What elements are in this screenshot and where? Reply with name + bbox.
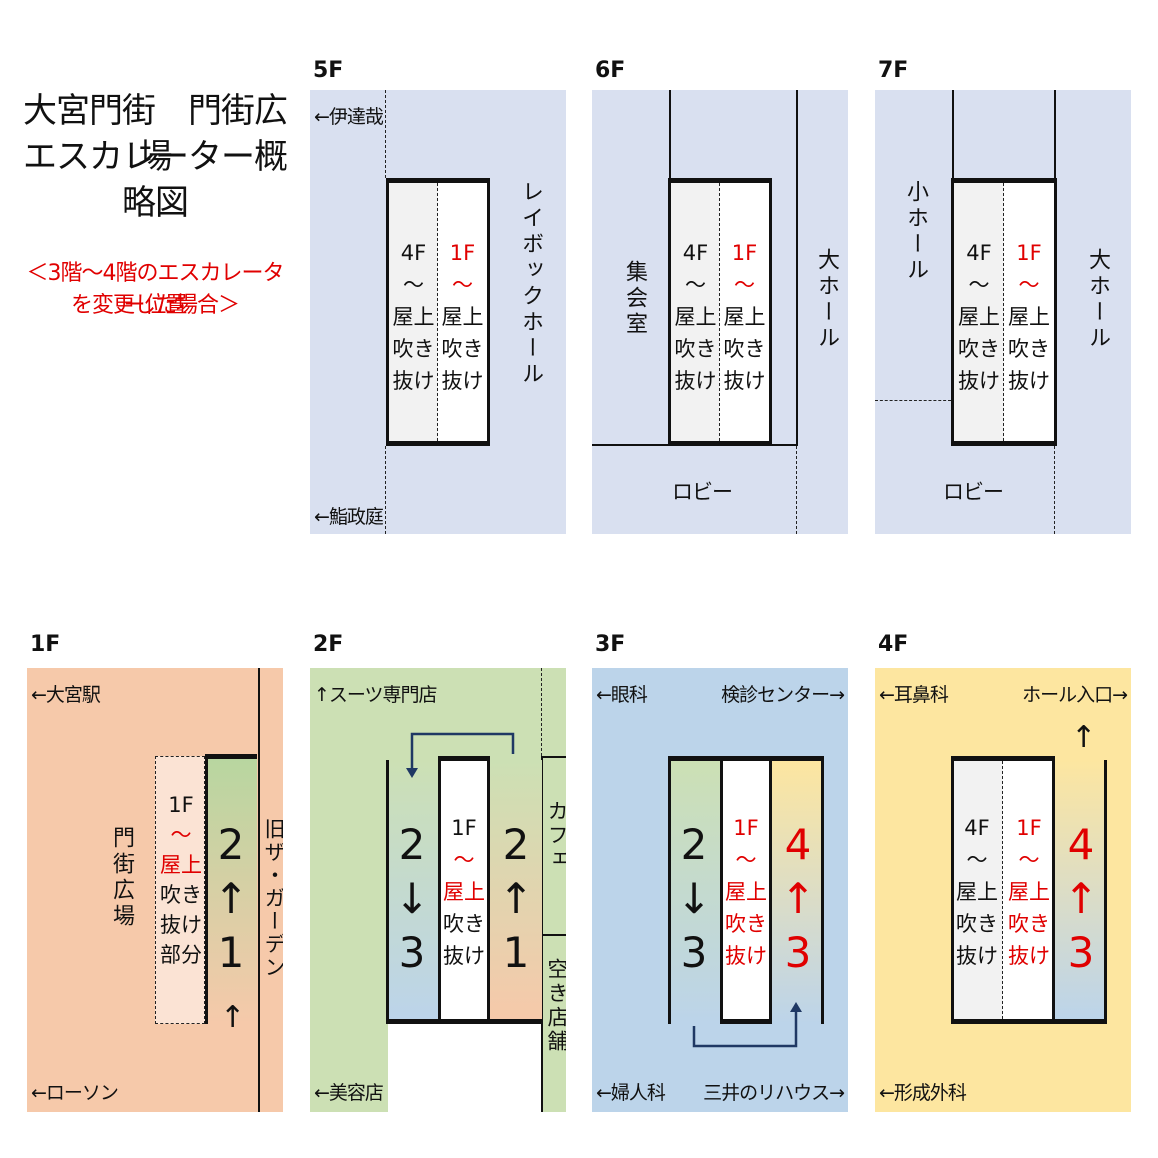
- escalator-3f-up-label: 4↑3: [780, 820, 816, 977]
- escalator-well-2f: [438, 756, 490, 1024]
- floor-1f-panel: ←大宮駅 ←ローソン 門街広場 1F～屋上吹き抜け部分 2↑1 ↑ 旧ザ・ガーデ…: [27, 668, 283, 1112]
- escalator-3f-down-label: 2↓3: [676, 820, 712, 977]
- transfer-route-arrow-3f: [692, 1002, 802, 1048]
- label-mitsui-rehouse: 三井のリハウス→: [703, 1082, 845, 1104]
- escalator-well-3f: [720, 756, 772, 1024]
- escalator-1f-up: [205, 754, 257, 1024]
- void-label-1f: 1F～屋上吹き抜け部分: [160, 793, 202, 967]
- diagram-title-line1: 大宮門街 門街広場: [23, 91, 288, 177]
- escalator-2f-up-label: 2↑1: [498, 820, 534, 977]
- label-plastic-surgery: ←形成外科: [879, 1082, 967, 1104]
- label-hall-entrance: ホール入口→: [1022, 684, 1128, 706]
- escalator-2f-down-label: 2↓3: [394, 820, 430, 977]
- floor-label-2f: 2F: [313, 632, 344, 657]
- escalator-2f-up: [490, 760, 542, 1024]
- label-gynecology: ←婦人科: [596, 1082, 666, 1104]
- escalator-3f-down: [668, 756, 720, 1024]
- well-label-3f: 1F～屋上吹き抜け: [725, 816, 767, 968]
- floor-7f-panel: 4F～屋上吹き抜け 1F～屋上吹き抜け 小ホール 大ホール ロビー: [875, 90, 1131, 534]
- label-ophthalmology: ←眼科: [596, 684, 648, 706]
- label-ent-clinic: ←耳鼻科: [879, 684, 949, 706]
- label-vacant-store: 空き店舗: [545, 958, 566, 1054]
- label-cafe: カフェ: [545, 800, 566, 872]
- label-beauty-salon: ←美容店: [314, 1082, 384, 1104]
- floor-5f-panel: ←伊達哉 ←鮨政庭 4F～屋上吹き抜け 1F～屋上吹き抜け レイボックホール: [310, 90, 566, 534]
- label-mongai-plaza: 門街広場: [109, 826, 134, 930]
- floor-2f-panel: ↑スーツ専門店 ←美容店 カフェ 空き店舗 2↓3 1F～屋上吹き抜け 2↑1: [310, 668, 566, 1112]
- escalator-well-7f: 4F～屋上吹き抜け 1F～屋上吹き抜け: [951, 178, 1057, 446]
- transfer-route-arrow-2f: [406, 732, 515, 778]
- well-label-4f-left: 4F～屋上吹き抜け: [956, 816, 998, 968]
- floor-3f-panel: ←眼科 検診センター→ ←婦人科 三井のリハウス→ 2↓3 1F～屋上吹き抜け …: [592, 668, 848, 1112]
- escalator-well-5f: 4F～屋上吹き抜け 1F～屋上吹き抜け: [386, 178, 490, 446]
- note-line2: を変更した場合＞: [70, 293, 240, 318]
- label-grand-hall: 大ホール: [814, 248, 839, 352]
- floor-label-6f: 6F: [595, 58, 626, 83]
- well-label-1f-roof: 1F～屋上吹き抜け: [441, 241, 484, 393]
- label-grand-hall-7f: 大ホール: [1085, 248, 1110, 352]
- well-label-4f-roof: 4F～屋上吹き抜け: [392, 241, 435, 393]
- well-label-2f: 1F～屋上吹き抜け: [443, 816, 485, 968]
- escalator-well-6f: 4F～屋上吹き抜け 1F～屋上吹き抜け: [668, 178, 772, 446]
- floor-label-5f: 5F: [313, 58, 344, 83]
- escalator-2f-down: [386, 760, 438, 1024]
- void-area-1f: [155, 756, 205, 1024]
- label-lawson: ←ローソン: [31, 1082, 119, 1104]
- diagram-title-line2: エスカレーター概略図: [23, 137, 288, 223]
- label-reiboc-hall: レイボックホール: [518, 180, 543, 388]
- floor-label-3f: 3F: [595, 632, 626, 657]
- entry-arrow-1f: ↑: [220, 1000, 245, 1035]
- note-line1: ＜3階～4階のエスカレーター位置: [26, 261, 285, 318]
- floor-4f-panel: ←耳鼻科 ホール入口→ ←形成外科 4F～屋上吹き抜け 1F～屋上吹き抜け 4↑…: [875, 668, 1131, 1112]
- floor-label-7f: 7F: [878, 58, 909, 83]
- label-suit-shop: ↑スーツ専門店: [314, 684, 438, 706]
- exit-arrow-4f: ↑: [1071, 720, 1096, 755]
- label-date-shop: ←伊達哉: [314, 106, 384, 128]
- label-old-the-garden: 旧ザ・ガーデン: [262, 818, 283, 979]
- label-lobby-7f: ロビー: [943, 480, 1004, 504]
- label-meeting-room: 集会室: [622, 260, 647, 338]
- escalator-1f-label: 2↑1: [213, 820, 249, 977]
- escalator-3f-up: [772, 756, 824, 1024]
- floor-label-1f: 1F: [30, 632, 61, 657]
- floor-label-4f: 4F: [878, 632, 909, 657]
- escalator-4f-up-label: 4↑3: [1063, 820, 1099, 977]
- label-small-hall: 小ホール: [903, 180, 928, 284]
- well-label-4f-right: 1F～屋上吹き抜け: [1008, 816, 1050, 968]
- label-health-checkup-center: 検診センター→: [721, 684, 845, 706]
- escalator-well-4f: [951, 756, 1055, 1024]
- floor-6f-panel: 4F～屋上吹き抜け 1F～屋上吹き抜け 集会室 大ホール ロビー: [592, 90, 848, 534]
- label-sushi-shop: ←鮨政庭: [314, 506, 384, 528]
- label-lobby: ロビー: [672, 480, 733, 504]
- label-omiya-station: ←大宮駅: [31, 684, 101, 706]
- escalator-4f-up: [1055, 760, 1107, 1024]
